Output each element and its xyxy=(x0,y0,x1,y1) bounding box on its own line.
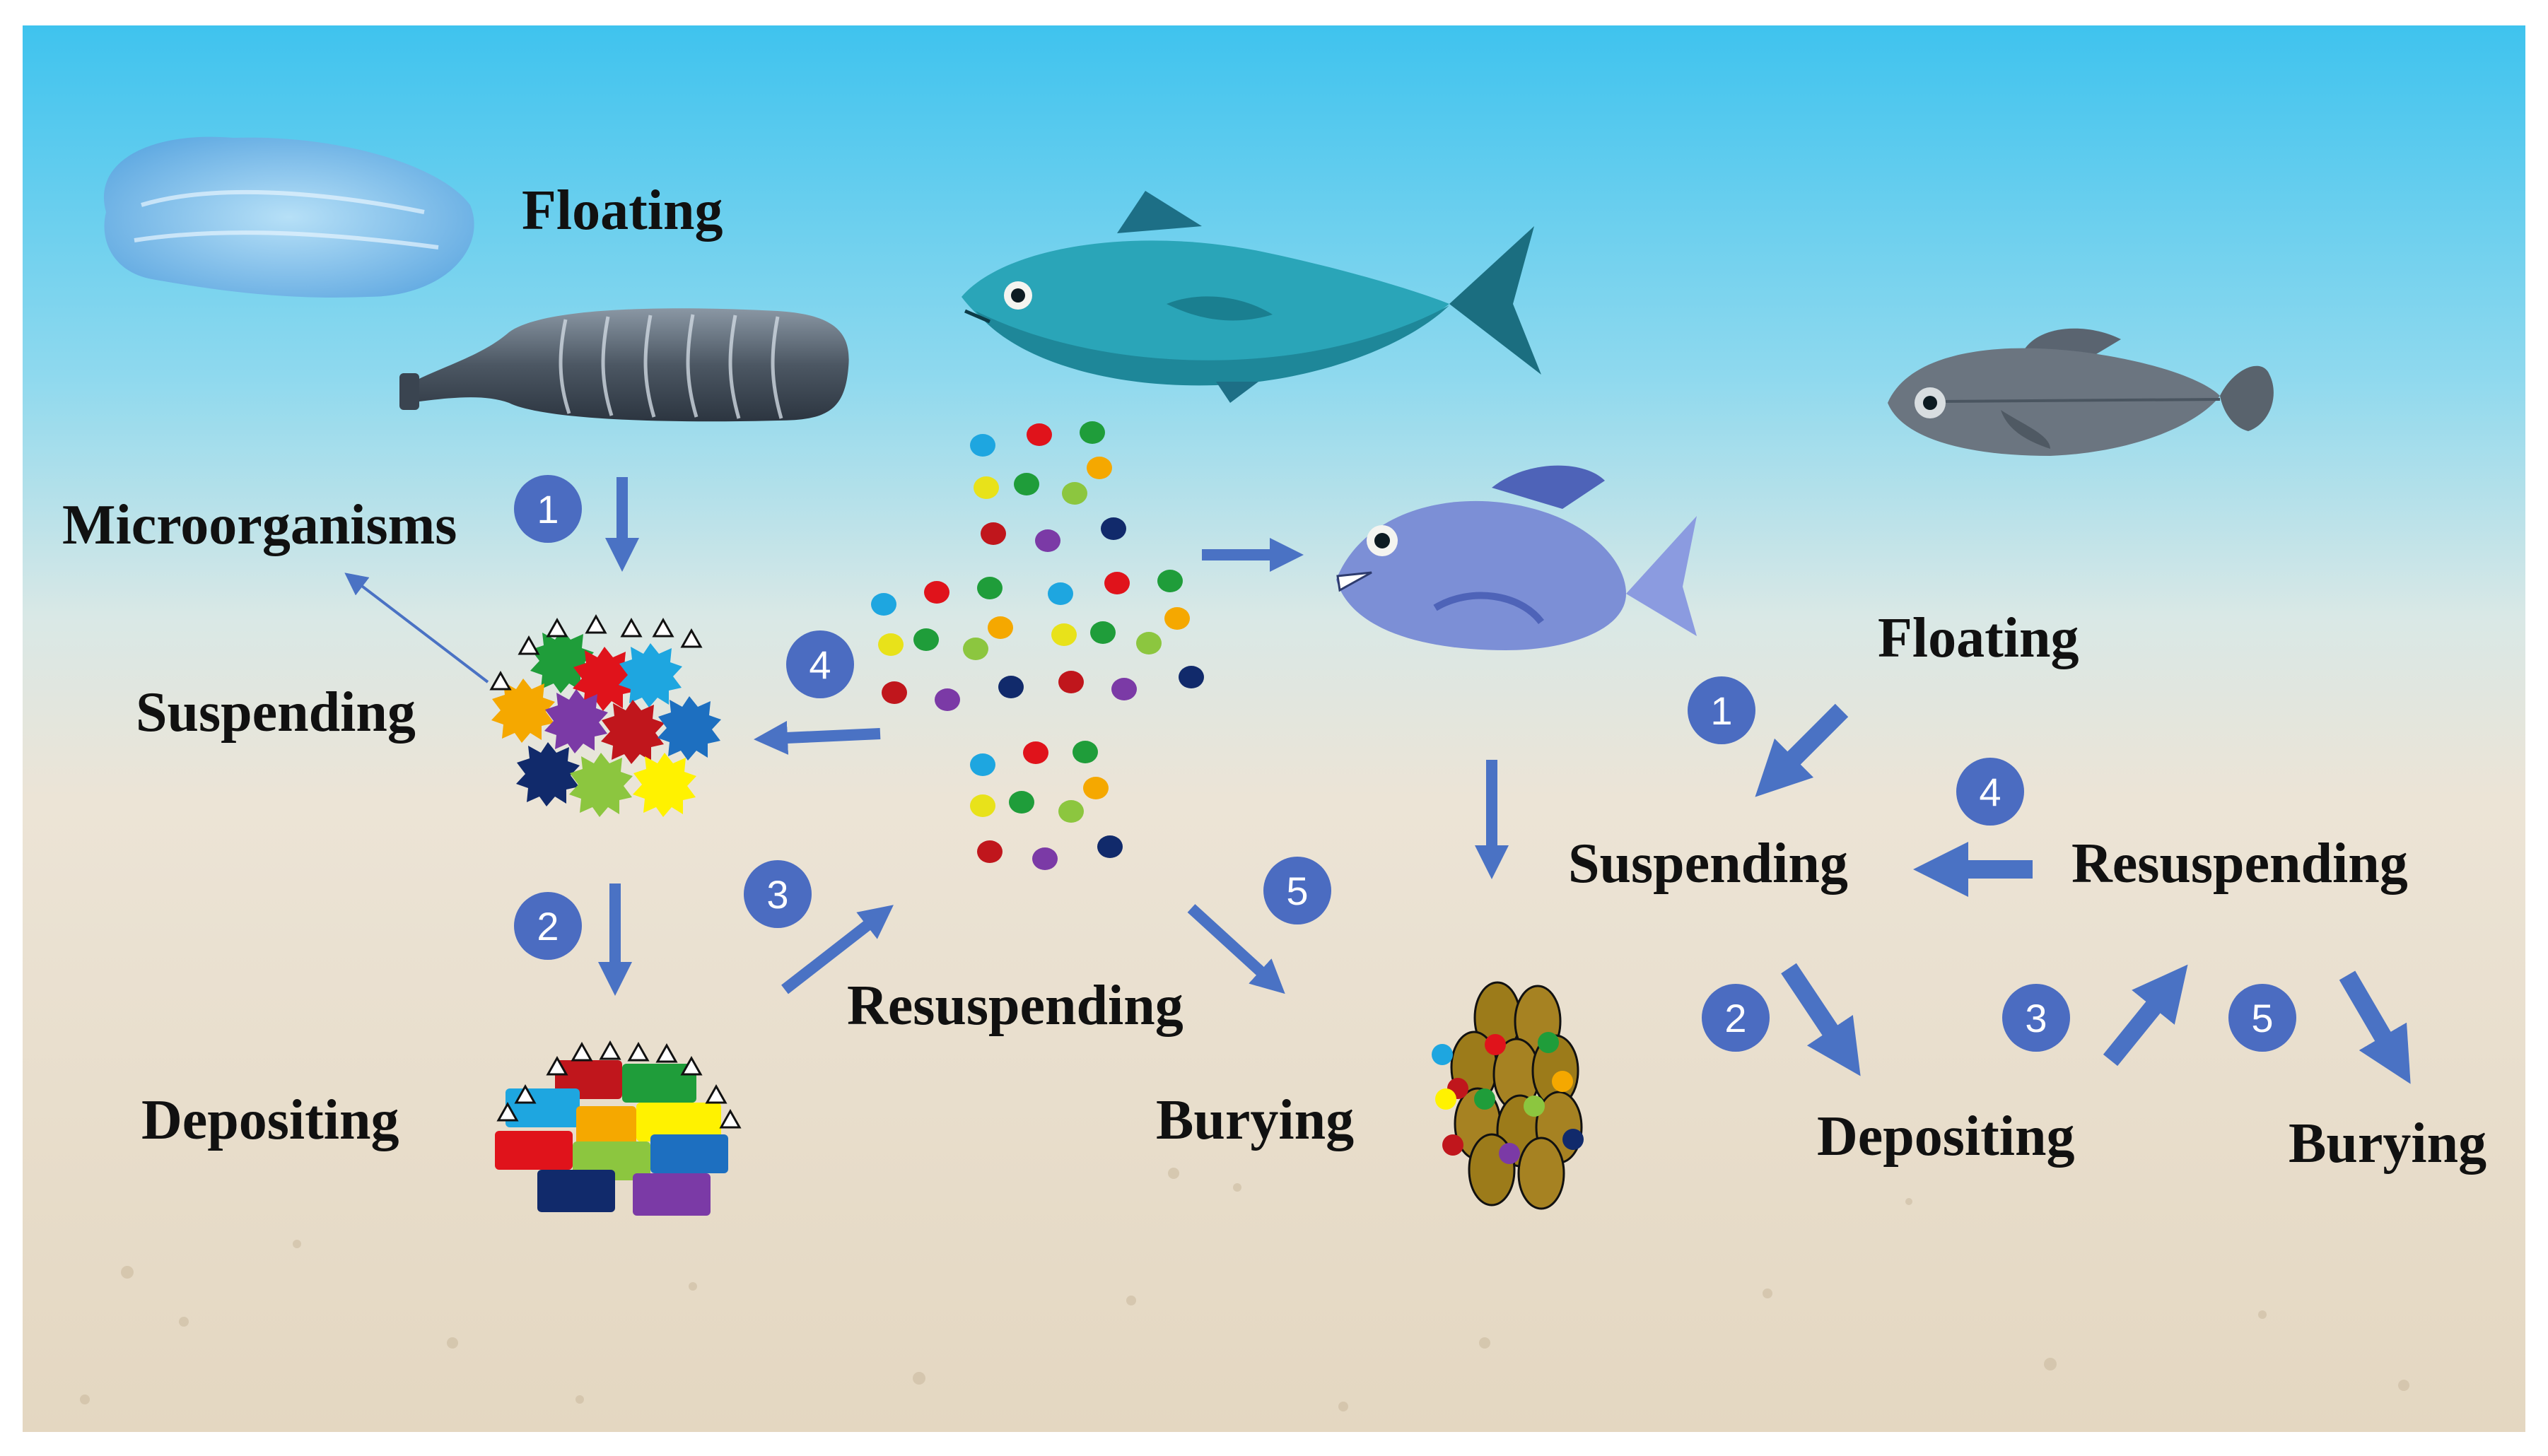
label-left-suspending: Suspending xyxy=(136,681,416,744)
svg-text:1: 1 xyxy=(1710,688,1732,733)
step-badge-left-4: 4 xyxy=(786,630,854,698)
label-left-floating: Floating xyxy=(522,180,723,242)
step-badge-right-1: 1 xyxy=(1688,676,1755,744)
label-left-depositing: Depositing xyxy=(141,1089,399,1151)
plastic-bag-icon xyxy=(103,136,474,298)
label-left-burying: Burying xyxy=(1156,1089,1355,1151)
step-badge-right-2: 2 xyxy=(1702,984,1770,1052)
blue-fish-icon xyxy=(1336,465,1697,650)
label-left-microorganisms: Microorganisms xyxy=(62,494,457,556)
label-right-depositing: Depositing xyxy=(1817,1105,2075,1168)
svg-text:3: 3 xyxy=(766,872,788,917)
label-left-resuspending: Resuspending xyxy=(847,975,1184,1037)
svg-text:4: 4 xyxy=(1979,770,2001,814)
grey-fish-icon xyxy=(1888,328,2274,456)
label-right-resuspending: Resuspending xyxy=(2071,833,2408,895)
svg-text:5: 5 xyxy=(1286,869,1308,913)
step-badge-right-5: 5 xyxy=(2228,984,2296,1052)
process-arrows xyxy=(344,477,2411,1084)
label-right-floating: Floating xyxy=(1878,607,2079,669)
label-right-suspending: Suspending xyxy=(1568,833,1848,895)
arrow-microorganisms xyxy=(344,573,489,683)
arrow-resuspending-up xyxy=(781,905,894,994)
sand-texture xyxy=(80,1168,2409,1411)
tuna-fish-icon xyxy=(962,191,1541,403)
buried-particle-icon xyxy=(1432,981,1584,1210)
svg-text:2: 2 xyxy=(1724,996,1746,1040)
svg-text:5: 5 xyxy=(2251,996,2273,1040)
microplastic-particle-icon xyxy=(871,421,1204,870)
biofilm-cluster-icon xyxy=(489,613,721,817)
svg-text:4: 4 xyxy=(809,642,831,687)
label-right-burying: Burying xyxy=(2289,1112,2487,1175)
plastic-bottle-icon xyxy=(399,308,849,422)
step-badge-left-2: 2 xyxy=(514,892,582,960)
svg-text:2: 2 xyxy=(537,904,559,949)
step-badge-right-3: 3 xyxy=(2002,984,2070,1052)
step-badge-right-4: 4 xyxy=(1956,758,2024,826)
arrow-particles-to-suspending xyxy=(754,720,881,755)
arrow-right-to-burying xyxy=(2339,970,2411,1084)
step-badge-left-3: 3 xyxy=(744,860,812,928)
step-badge-left-5: 5 xyxy=(1263,857,1331,924)
step-badge-left-1: 1 xyxy=(514,475,582,543)
arrow-right-suspending-to-depositing xyxy=(1781,963,1861,1076)
step-badges: 1 2 3 4 5 1 2 3 4 5 xyxy=(514,475,2296,1052)
svg-text:3: 3 xyxy=(2025,996,2047,1040)
arrow-to-burying xyxy=(1187,904,1285,994)
arrow-right-depositing-to-resuspending xyxy=(2103,964,2188,1067)
arrow-right-floating-down xyxy=(1755,703,1849,797)
svg-text:1: 1 xyxy=(537,487,559,532)
sediment-block-icon xyxy=(495,1040,742,1216)
